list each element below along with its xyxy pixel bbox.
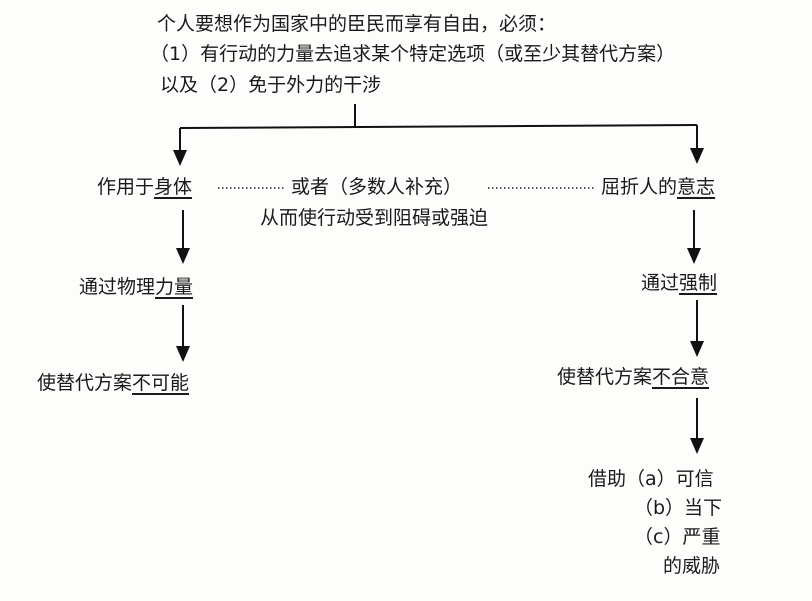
middle-connector: 或者（多数人补充）	[291, 176, 463, 198]
left-node-force: 通过物理力量	[79, 275, 193, 299]
middle-result: 从而使行动受到阻碍或强迫	[260, 207, 489, 229]
left-node-body-prefix: 作用于	[97, 176, 155, 198]
left-node-impossible-emph: 不可能	[132, 372, 190, 394]
right-node-coercion-emph: 强制	[679, 272, 718, 294]
left-node-impossible-prefix: 使替代方案	[37, 372, 133, 394]
left-node-body-emph: 身体	[154, 176, 193, 198]
left-node-force-prefix: 通过物理	[79, 276, 156, 298]
right-node-coercion-prefix: 通过	[641, 272, 680, 294]
right-node-will-prefix: 屈折人的	[601, 176, 678, 198]
right-node-coercion: 通过强制	[641, 271, 717, 295]
left-node-body: 作用于身体	[97, 175, 192, 199]
right-node-undesirable-prefix: 使替代方案	[557, 366, 653, 388]
header-line-3: 以及（2）免于外力的干涉	[160, 74, 382, 96]
right-node-undesirable-emph: 不合意	[652, 366, 710, 388]
right-node-threat-line-2: （b）当下	[634, 497, 723, 519]
right-node-will: 屈折人的意志	[601, 175, 715, 199]
right-node-threat-line-1: 借助（a）可信	[588, 468, 714, 490]
right-node-undesirable: 使替代方案不合意	[557, 365, 709, 389]
right-node-will-emph: 意志	[677, 176, 716, 198]
header-line-1: 个人要想作为国家中的臣民而享有自由，必须：	[157, 13, 557, 35]
header-line-2: （1）有行动的力量去追求某个特定选项（或至少其替代方案）	[150, 43, 676, 65]
right-node-threat-line-4: 的威胁	[663, 555, 721, 577]
right-node-threat-line-3: （c）严重	[634, 526, 721, 548]
left-node-force-emph: 力量	[155, 276, 194, 298]
left-node-impossible: 使替代方案不可能	[37, 371, 189, 395]
